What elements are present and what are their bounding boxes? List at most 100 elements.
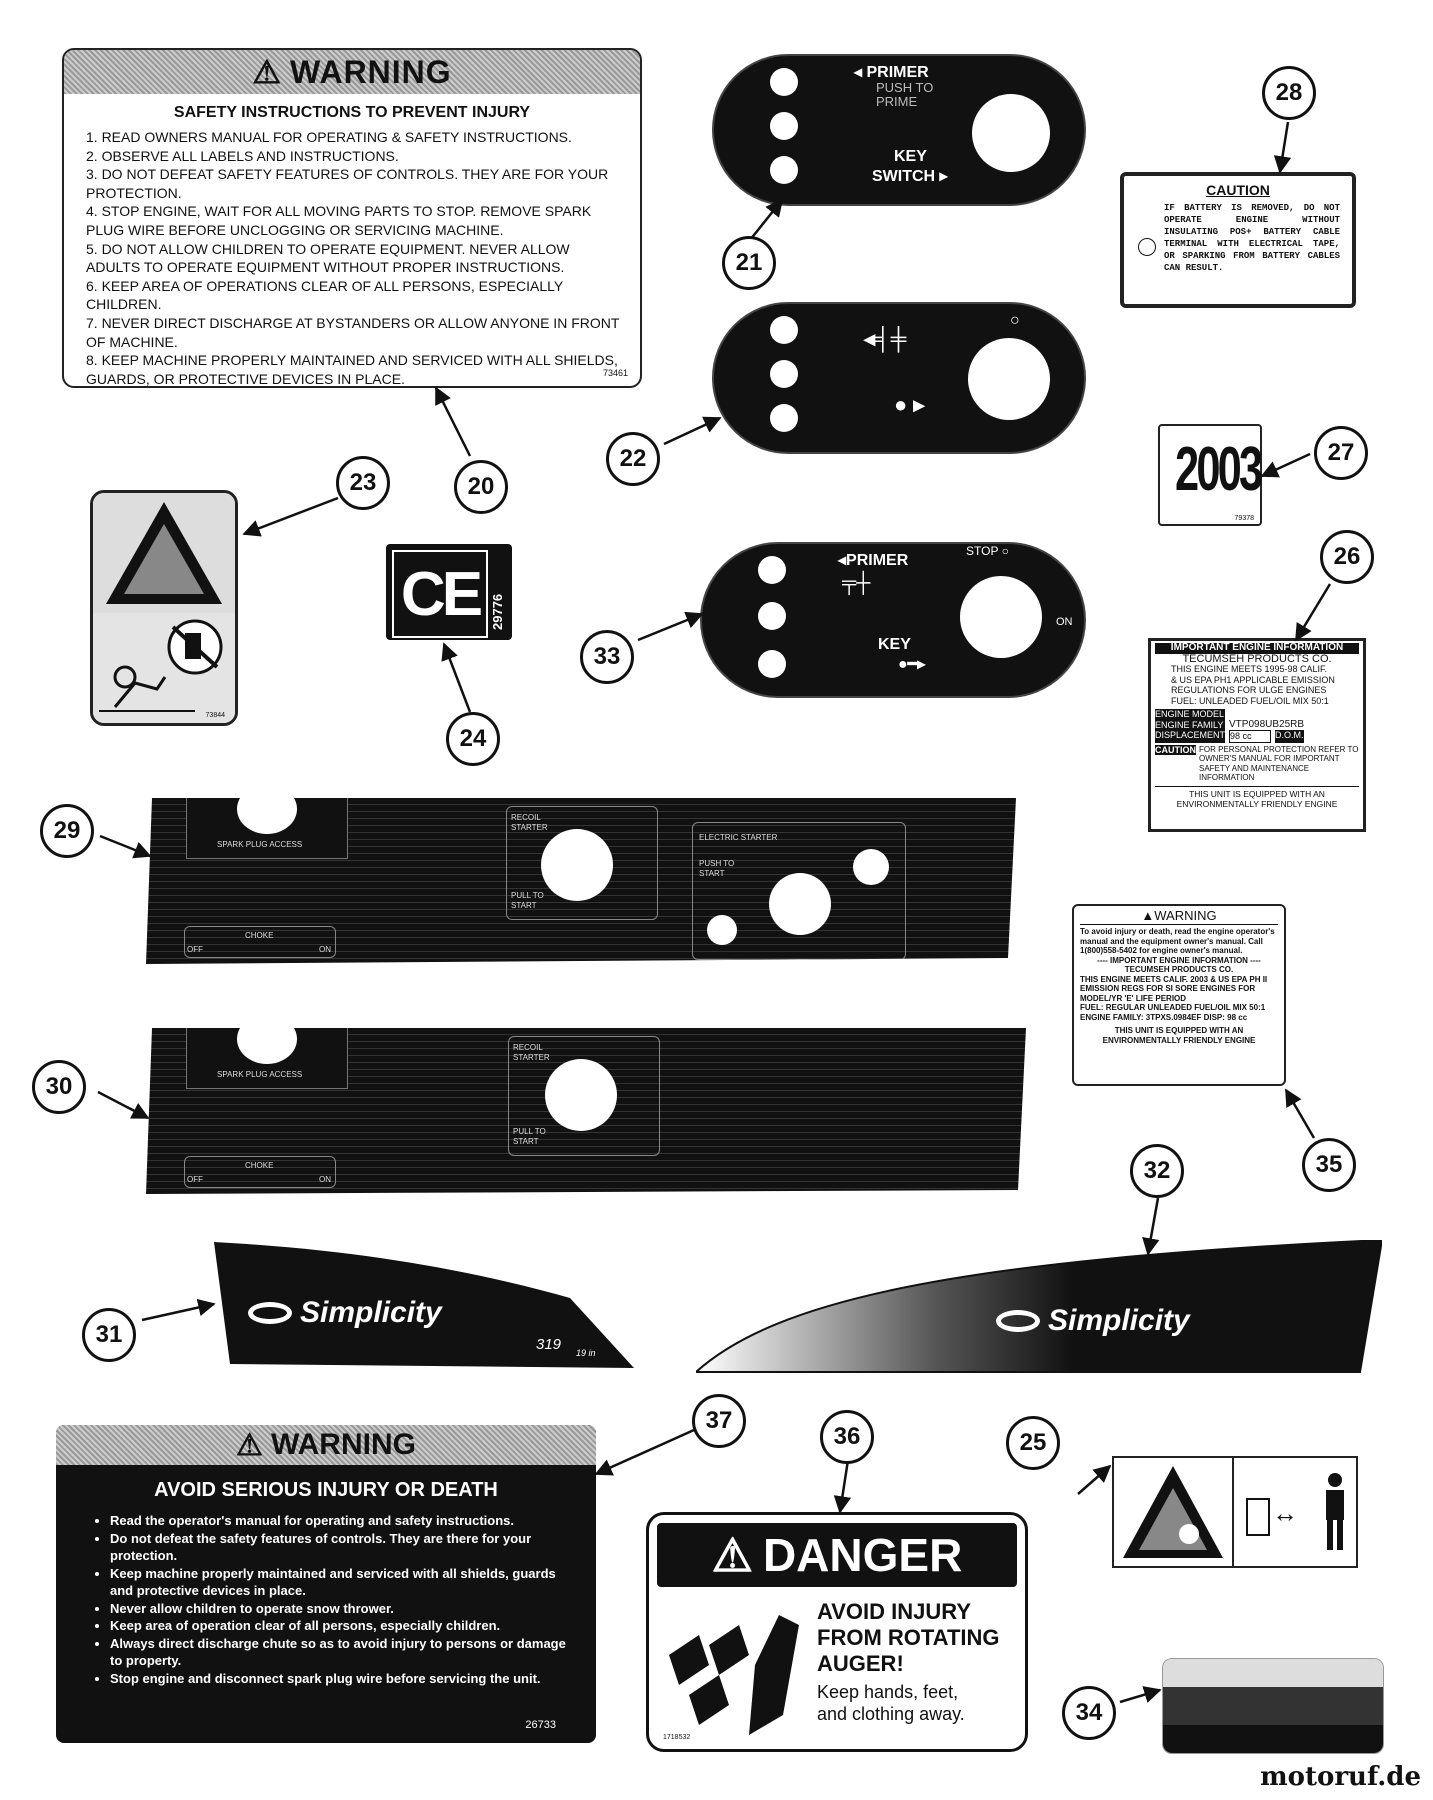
callout-35: 35	[1302, 1138, 1356, 1192]
rotating-auger-hand-icon	[669, 1615, 799, 1735]
recoil-handle-hole	[545, 1059, 617, 1131]
panel-29-electric-start: SPARK PLUG ACCESS RECOIL STARTER PULL TO…	[146, 798, 1016, 964]
displacement-label: DISPLACEMENT	[1155, 730, 1225, 743]
callout-26: 26	[1320, 530, 1374, 584]
callout-20: 20	[454, 460, 508, 514]
caution-text: IF BATTERY IS REMOVED, DO NOT OPERATE EN…	[1164, 203, 1340, 273]
choke-box: OFF CHOKE ON	[184, 926, 336, 958]
decal-31-simplicity: Simplicity 319 19 in	[210, 1240, 634, 1368]
warning-item: Keep machine properly maintained and ser…	[110, 1565, 566, 1600]
refuel-pictogram: 73844	[93, 613, 235, 723]
starter-text: STARTER	[511, 823, 548, 832]
warning-subtitle: AVOID SERIOUS INJURY OR DEATH	[154, 1479, 498, 1501]
dom-label: D.O.M.	[1275, 730, 1304, 743]
panel-30-recoil-start: SPARK PLUG ACCESS RECOIL STARTER PULL TO…	[146, 1028, 1026, 1194]
warning-item: 8. KEEP MACHINE PROPERLY MAINTAINED AND …	[86, 352, 618, 387]
choke-text: CHOKE	[245, 931, 274, 940]
warning-item: 5. DO NOT ALLOW CHILDREN TO OPERATE EQUI…	[86, 240, 570, 276]
hole	[770, 404, 798, 432]
choke-off-text: OFF	[187, 945, 203, 954]
key-switch-hole	[968, 338, 1050, 420]
warning-footer: THIS UNIT IS EQUIPPED WITH AN ENVIRONMEN…	[1102, 1026, 1256, 1045]
spark-plug-access-area: SPARK PLUG ACCESS	[186, 1028, 348, 1089]
engine-info-line: THIS ENGINE MEETS 1995-98 CALIF.	[1171, 664, 1328, 674]
warning-item: Stop engine and disconnect spark plug wi…	[110, 1670, 566, 1688]
auger-pictogram: 1718532	[659, 1595, 807, 1743]
callout-21: 21	[722, 236, 776, 290]
hazard-area	[1114, 1458, 1234, 1566]
start-text: START	[699, 869, 725, 878]
primer-symbol-icon: ╤┼	[842, 572, 871, 594]
pull-text: PULL TO	[513, 1127, 546, 1136]
engine-info-footer: THIS UNIT IS EQUIPPED WITH AN ENVIRONMEN…	[1155, 785, 1359, 810]
stop-icon: ○	[1010, 312, 1020, 329]
fire-warning-triangle-icon	[106, 502, 222, 604]
brand-text: Simplicity	[1048, 1304, 1190, 1337]
strip-black	[1163, 1725, 1383, 1753]
label-33-primer-key: ◂PRIMER ╤┼ KEY ●━▸ STOP ○ ON	[700, 542, 1086, 698]
choke-off-text: OFF	[187, 1175, 203, 1184]
model-text: 319	[536, 1336, 562, 1353]
callout-25: 25	[1006, 1416, 1060, 1470]
label-34-color-strip	[1162, 1658, 1384, 1754]
hole	[770, 316, 798, 344]
warning-item: Never allow children to operate snow thr…	[110, 1600, 566, 1618]
displacement-value: 98 cc	[1229, 730, 1271, 743]
key-text: KEY	[878, 636, 911, 653]
callout-27: 27	[1314, 426, 1368, 480]
label-23-fire-hazard: 73844	[90, 490, 238, 726]
warning-item: 1. READ OWNERS MANUAL FOR OPERATING & SA…	[86, 129, 572, 145]
part-number: 73461	[602, 368, 628, 378]
ce-mark: CE	[392, 550, 488, 638]
emission-text: THIS ENGINE MEETS CALIF. 2003 & US EPA P…	[1080, 974, 1268, 1003]
caution-text: FOR PERSONAL PROTECTION REFER TO OWNER'S…	[1199, 744, 1359, 783]
key-icon: ● ▸	[894, 392, 925, 417]
strip-light	[1163, 1659, 1383, 1687]
spark-plug-access-area: SPARK PLUG ACCESS	[186, 798, 348, 859]
choke-on-text: ON	[319, 1175, 331, 1184]
callout-28: 28	[1262, 66, 1316, 120]
danger-header: ⚠DANGER	[657, 1523, 1017, 1587]
prime-text: PRIME	[876, 94, 918, 109]
danger-line: AVOID INJURY	[817, 1599, 972, 1624]
push-text: PUSH TO	[699, 859, 735, 868]
outlet-hole	[853, 849, 889, 885]
label-27-year: 2003 79378	[1158, 424, 1263, 526]
hole	[770, 360, 798, 388]
callout-29: 29	[40, 804, 94, 858]
label-24-ce-mark: CE 29776	[386, 544, 512, 640]
label-36-danger: ⚠DANGER 1718532 AVOID INJURY FROM ROTATI…	[646, 1512, 1028, 1752]
warning-header: ⚠WARNING	[56, 1425, 596, 1465]
label-28-caution: CAUTION IF BATTERY IS REMOVED, DO NOT OP…	[1120, 172, 1356, 308]
engine-info-line: & US EPA PH1 APPLICABLE EMISSION	[1171, 674, 1335, 685]
simplicity-swoosh-icon	[996, 1310, 1040, 1332]
caution-title: CAUTION	[1206, 182, 1270, 198]
simplicity-logo: Simplicity	[248, 1296, 442, 1330]
caution-label: CAUTION	[1155, 744, 1196, 755]
label-25-keep-distance: ↔	[1112, 1456, 1358, 1568]
hole	[758, 602, 786, 630]
callout-24: 24	[446, 712, 500, 766]
switch-text: SWITCH ▸	[872, 168, 948, 185]
engine-maker: TECUMSEH PRODUCTS CO.	[1182, 652, 1332, 665]
engine-info-line: FUEL: UNLEADED FUEL/OIL MIX 50:1	[1171, 695, 1329, 706]
warning-text: To avoid injury or death, read the engin…	[1080, 924, 1278, 956]
button-hole	[707, 915, 737, 945]
person-icon	[1326, 1473, 1344, 1550]
distance-arrow-icon: ↔	[1272, 1498, 1298, 1528]
hole	[758, 650, 786, 678]
part-number: 26733	[525, 1719, 556, 1731]
engine-family-label: ENGINE FAMILY	[1155, 719, 1225, 730]
warning-item: Read the operator's manual for operating…	[110, 1512, 566, 1530]
warning-item: Do not defeat the safety features of con…	[110, 1530, 566, 1565]
engine-family-value: VTP098UB25RB	[1229, 718, 1305, 730]
callout-30: 30	[32, 1060, 86, 1114]
danger-line: Keep hands, feet,	[817, 1682, 959, 1702]
warning-triangle-icon: ⚠	[236, 1428, 263, 1462]
callout-36: 36	[820, 1410, 874, 1464]
danger-title: DANGER	[762, 1529, 963, 1581]
label-20-warning: ⚠WARNING SAFETY INSTRUCTIONS TO PREVENT …	[62, 48, 642, 388]
fuel-text: FUEL: REGULAR UNLEADED FUEL/OIL MIX 50:1	[1080, 1003, 1266, 1012]
starter-text: STARTER	[513, 1053, 550, 1062]
